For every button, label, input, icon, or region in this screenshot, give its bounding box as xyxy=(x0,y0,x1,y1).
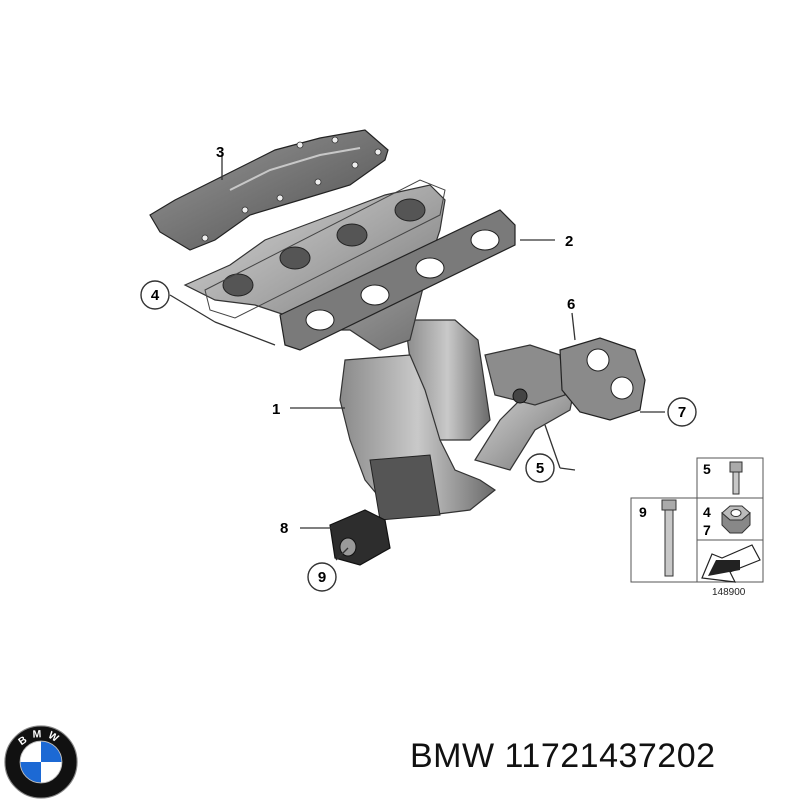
legend-4-label: 4 xyxy=(703,504,711,520)
arrow-icon xyxy=(701,544,761,583)
callout-8: 8 xyxy=(280,520,288,537)
callout-5: 5 xyxy=(525,453,555,483)
callout-3: 3 xyxy=(216,144,224,161)
stud-bolt-icon xyxy=(661,499,677,577)
heat-shield xyxy=(149,129,389,251)
diagram-reference-number: 148900 xyxy=(712,587,746,598)
callout-6-label: 6 xyxy=(567,296,575,313)
callout-7: 7 xyxy=(667,397,697,427)
bolt-icon xyxy=(729,461,743,495)
bmw-logo: BMW xyxy=(4,725,78,799)
callout-3-label: 3 xyxy=(216,144,224,161)
callout-8-label: 8 xyxy=(280,520,288,537)
legend-7-label: 7 xyxy=(703,522,711,538)
manifold-gasket xyxy=(279,209,516,351)
callout-1: 1 xyxy=(272,401,280,418)
callout-4-label: 4 xyxy=(151,287,160,304)
callout-5-label: 5 xyxy=(536,460,544,477)
leader-lines xyxy=(169,152,665,561)
hex-nut-icon xyxy=(721,505,751,534)
flange-gasket xyxy=(559,337,646,421)
catalytic-converter-front xyxy=(339,354,497,521)
callout-7-label: 7 xyxy=(678,404,686,421)
callout-9: 9 xyxy=(307,562,337,592)
callout-6: 6 xyxy=(567,296,575,313)
legend-5-label: 5 xyxy=(703,461,711,477)
callout-2: 2 xyxy=(565,233,573,250)
brand-part-number: BMW 11721437202 xyxy=(410,737,716,776)
outlet-pipe xyxy=(474,344,576,471)
legend-9-label: 9 xyxy=(639,504,647,520)
callout-1-label: 1 xyxy=(272,401,280,418)
fastener-legend: 5 9 4 7 148900 xyxy=(630,457,764,598)
brand-name: BMW xyxy=(410,737,495,775)
callout-4: 4 xyxy=(140,280,170,310)
callout-9-label: 9 xyxy=(318,569,326,586)
part-number: 11721437202 xyxy=(504,737,716,775)
callout-2-label: 2 xyxy=(565,233,573,250)
